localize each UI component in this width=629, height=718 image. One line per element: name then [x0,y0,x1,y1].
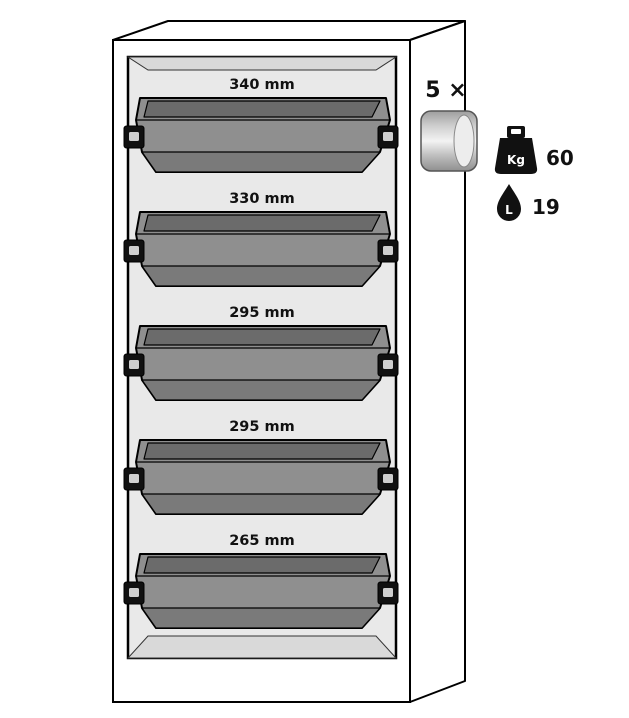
legend: 5 × Kg 60 L [420,78,574,221]
tray-shape [123,211,399,287]
weight-spec: Kg 60 [494,126,574,174]
interior-floor [126,635,398,659]
droplet-icon: L [497,184,521,221]
pull-out-tray-5 [123,553,399,629]
metal-cylinder-icon [420,110,478,172]
pull-out-tray-3 [123,325,399,401]
weight-capacity-value: 60 [546,146,574,170]
interior-ceiling [126,56,398,71]
pull-out-tray-4 [123,439,399,515]
pull-out-tray-1 [123,97,399,173]
tray-shape [123,439,399,515]
tray-depth-label-2: 330 mm [229,191,295,207]
tray-shape [123,97,399,173]
tray-shape [123,553,399,629]
weight-unit-label: Kg [507,153,525,167]
tray-depth-label-3: 295 mm [229,305,295,321]
tray-depth-label-1: 340 mm [229,77,295,93]
kettlebell-weight-icon: Kg [494,126,538,174]
volume-unit-label: L [505,203,513,217]
tray-depth-label-5: 265 mm [229,533,295,549]
tray-depth-label-4: 295 mm [229,419,295,435]
volume-spec: L 19 [497,184,560,221]
pull-out-tray-2 [123,211,399,287]
tray-shape [123,325,399,401]
tray-depth-labels: 340 mm 330 mm 295 mm 295 mm 265 mm [229,77,295,549]
volume-value: 19 [532,195,560,219]
quantity-label: 5 × [425,78,466,103]
cabinet-top-face [112,20,466,41]
